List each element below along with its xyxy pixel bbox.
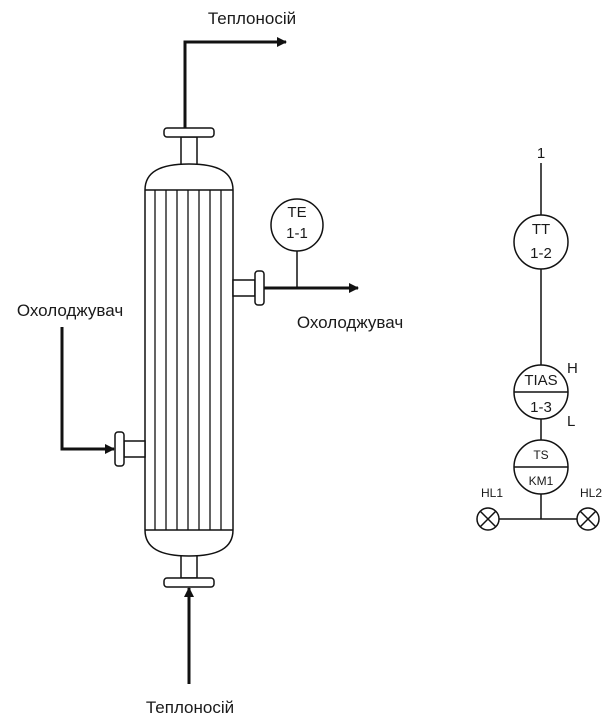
cooler-in-label: Охолоджувач	[17, 301, 123, 320]
tias-number: 1-3	[530, 399, 552, 416]
cooler-out-label: Охолоджувач	[297, 313, 403, 332]
instrument-loop: 1 TT 1-2 TIAS 1-3 H L TS KM1 HL1	[476, 145, 602, 531]
tias-low-label: L	[567, 413, 575, 430]
ts-number: KM1	[529, 474, 554, 488]
tias-tag: TIAS	[524, 372, 557, 389]
lamp-hl2	[576, 507, 600, 531]
coolant-bottom-label: Теплоносій	[146, 698, 234, 717]
heat-exchanger	[114, 127, 265, 588]
lamp-hl1	[476, 507, 500, 531]
te-number: 1-1	[286, 225, 308, 242]
cooler-inlet-line	[60, 327, 115, 454]
te-tag: TE	[287, 204, 306, 221]
coolant-top-label: Теплоносій	[208, 9, 296, 28]
loop-number: 1	[537, 145, 545, 162]
lamp-hl1-label: HL1	[481, 486, 503, 500]
coolant-outlet-line	[183, 37, 287, 128]
tt-number: 1-2	[530, 245, 552, 262]
ts-tag: TS	[533, 448, 548, 462]
lamp-hl2-label: HL2	[580, 486, 602, 500]
instrument-te: TE 1-1	[270, 198, 324, 288]
tias-high-label: H	[567, 360, 578, 377]
tt-tag: TT	[532, 221, 550, 238]
